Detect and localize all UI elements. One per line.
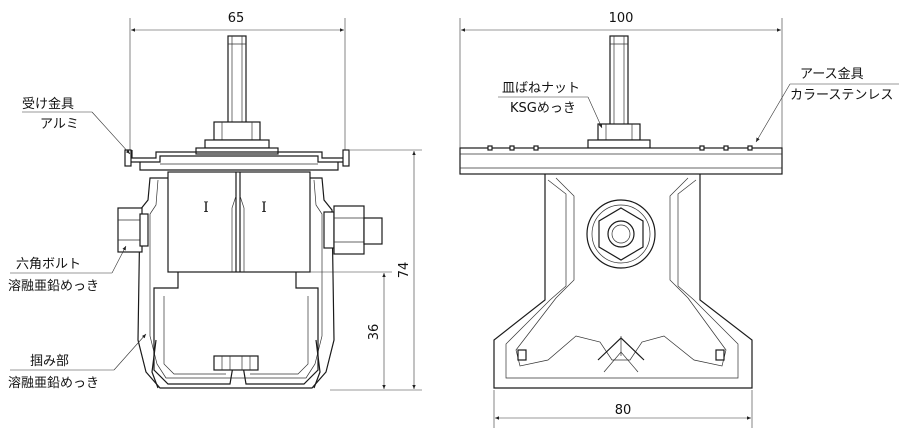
side-bottom-width-dimension: 80 bbox=[493, 390, 753, 428]
side-bottom-width-value: 80 bbox=[615, 403, 632, 418]
grip-height-value: 36 bbox=[367, 324, 382, 341]
front-mark-right: I bbox=[261, 200, 267, 216]
side-top-width-dimension: 100 bbox=[459, 11, 783, 148]
washer-nut-finish-label: KSGめっき bbox=[510, 101, 576, 116]
total-height-value: 74 bbox=[397, 262, 412, 279]
receiver-material-label: アルミ bbox=[40, 117, 79, 132]
front-body: I I bbox=[137, 171, 335, 389]
grip-part-label: 掴み部 bbox=[30, 354, 69, 369]
hex-bolt-finish-label: 溶融亜鉛めっき bbox=[8, 279, 99, 294]
label-grip-part: 掴み部 溶融亜鉛めっき bbox=[8, 333, 147, 391]
front-view: 65 bbox=[8, 11, 422, 391]
total-height-dimension: 74 bbox=[330, 149, 422, 391]
front-hex-bolt-right bbox=[323, 205, 383, 255]
grip-height-dimension: 36 bbox=[300, 271, 392, 389]
side-center-nut bbox=[586, 199, 656, 269]
side-top-plate bbox=[459, 145, 783, 175]
hex-bolt-label: 六角ボルト bbox=[16, 257, 81, 272]
receiver-rail bbox=[124, 149, 350, 171]
label-washer-nut: 皿ばねナット KSGめっき bbox=[498, 81, 603, 129]
side-stud-bolt bbox=[609, 35, 629, 129]
side-washer-nut bbox=[587, 123, 651, 149]
label-hex-bolt: 六角ボルト 溶融亜鉛めっき bbox=[8, 245, 127, 294]
front-width-dimension: 65 bbox=[129, 11, 346, 150]
side-top-width-value: 100 bbox=[609, 11, 634, 26]
front-mark-left: I bbox=[203, 200, 209, 216]
washer-nut-label: 皿ばねナット bbox=[502, 81, 580, 96]
receiver-fitting-label: 受け金具 bbox=[22, 96, 74, 112]
grip-finish-label: 溶融亜鉛めっき bbox=[8, 376, 99, 391]
earth-finish-label: カラーステンレス bbox=[790, 88, 893, 103]
label-earth-fitting: アース金具 カラーステンレス bbox=[755, 66, 899, 143]
side-body bbox=[493, 174, 753, 389]
stud-bolt bbox=[227, 35, 247, 129]
front-width-value: 65 bbox=[228, 11, 245, 26]
front-washer-nut bbox=[195, 121, 279, 155]
side-view: 100 bbox=[459, 11, 899, 428]
label-receiver-fitting: 受け金具 アルミ bbox=[22, 96, 131, 155]
earth-fitting-label: アース金具 bbox=[800, 66, 864, 82]
front-hex-bolt-left bbox=[117, 207, 149, 253]
